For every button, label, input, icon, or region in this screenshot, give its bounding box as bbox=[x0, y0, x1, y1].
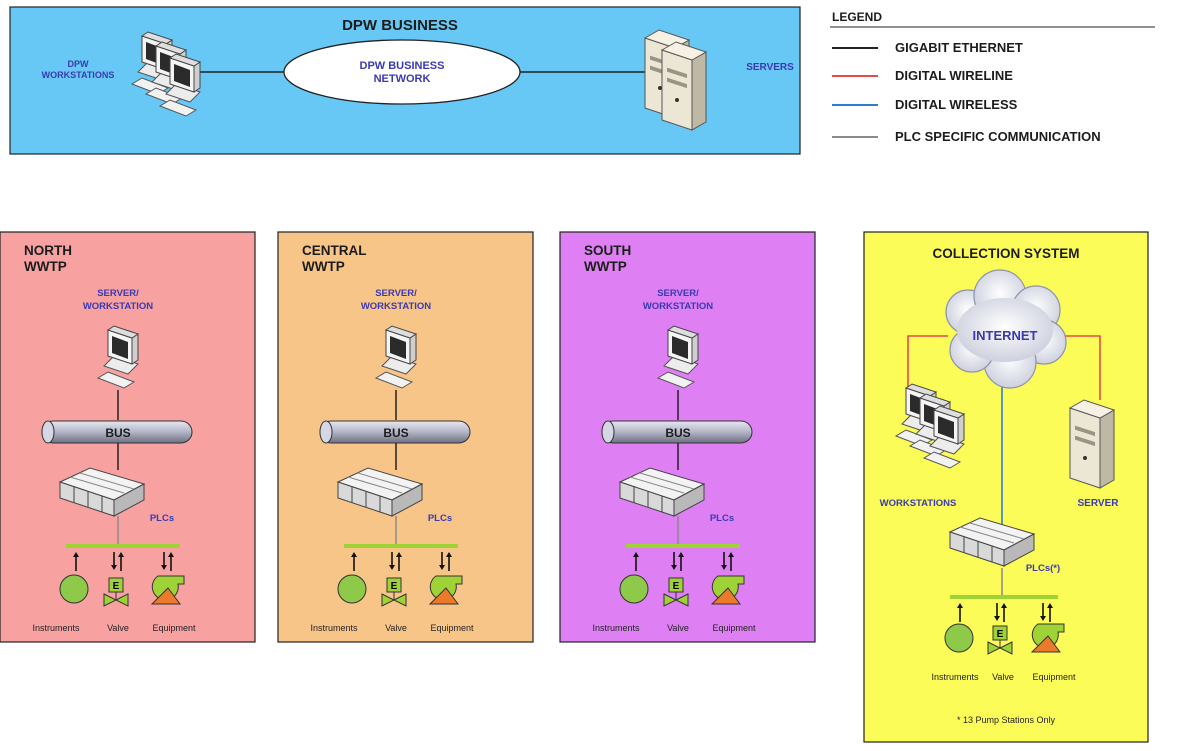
north-server-label-2: WORKSTATION bbox=[83, 301, 153, 312]
north-bus-label: BUS bbox=[105, 426, 130, 440]
collection-instrument-icon bbox=[944, 623, 974, 653]
central-valve-icon: E bbox=[381, 577, 407, 607]
south-plcs-label: PLCs bbox=[710, 513, 734, 524]
north-instrument-icon bbox=[59, 574, 89, 604]
south-valve-icon: E bbox=[663, 577, 689, 607]
south-server-label-2: WORKSTATION bbox=[643, 301, 713, 312]
collection-panel: COLLECTION SYSTEM INTERNET WORKSTATIONS bbox=[863, 231, 1149, 743]
north-valve-icon: E bbox=[103, 577, 129, 607]
north-valve-label: Valve bbox=[107, 623, 129, 633]
collection-valve-letter: E bbox=[997, 629, 1004, 640]
north-instruments-label: Instruments bbox=[32, 623, 80, 633]
collection-valve-icon: E bbox=[987, 625, 1013, 655]
workstations-label-2: WORKSTATIONS bbox=[42, 70, 115, 80]
legend-label-gigabit: GIGABIT ETHERNET bbox=[895, 40, 1023, 55]
south-valve-letter: E bbox=[673, 581, 680, 592]
central-bus: BUS bbox=[319, 420, 471, 444]
central-instruments-label: Instruments bbox=[310, 623, 358, 633]
collection-title: COLLECTION SYSTEM bbox=[932, 246, 1079, 261]
central-instrument-icon bbox=[337, 574, 367, 604]
north-equipment-label: Equipment bbox=[152, 623, 196, 633]
collection-equipment-label: Equipment bbox=[1032, 672, 1076, 682]
south-bus-label: BUS bbox=[665, 426, 690, 440]
internet-label: INTERNET bbox=[973, 328, 1038, 343]
wireline-workstations bbox=[907, 335, 948, 388]
north-bus: BUS bbox=[41, 420, 193, 444]
legend-plc: PLC SPECIFIC COMMUNICATION bbox=[832, 129, 1101, 144]
legend-wireline: DIGITAL WIRELINE bbox=[832, 68, 1013, 83]
plants: NORTHWWTPSERVER/WORKSTATIONBUSPLCsEInstr… bbox=[0, 231, 816, 643]
central-server-label-1: SERVER/ bbox=[375, 288, 417, 299]
south-bus: BUS bbox=[601, 420, 753, 444]
south-title-1: SOUTH bbox=[584, 243, 631, 258]
central-bus-label: BUS bbox=[383, 426, 408, 440]
wireline-server bbox=[1062, 335, 1101, 400]
business-title: DPW BUSINESS bbox=[342, 17, 458, 34]
north-title-1: NORTH bbox=[24, 243, 72, 258]
south-equipment-label: Equipment bbox=[712, 623, 756, 633]
legend-label-wireless: DIGITAL WIRELESS bbox=[895, 97, 1018, 112]
legend: LEGEND GIGABIT ETHERNET DIGITAL WIRELINE… bbox=[830, 10, 1155, 144]
north-plcs-label: PLCs bbox=[150, 513, 174, 524]
south-valve-label: Valve bbox=[667, 623, 689, 633]
south-server-label-1: SERVER/ bbox=[657, 288, 699, 299]
collection-workstations-label: WORKSTATIONS bbox=[880, 498, 957, 509]
business-network-label-2: NETWORK bbox=[374, 73, 431, 85]
servers-label: SERVERS bbox=[746, 62, 794, 73]
legend-label-plc: PLC SPECIFIC COMMUNICATION bbox=[895, 129, 1101, 144]
collection-footnote: * 13 Pump Stations Only bbox=[957, 715, 1056, 725]
collection-instruments-label: Instruments bbox=[931, 672, 979, 682]
south-instruments-label: Instruments bbox=[592, 623, 640, 633]
central-server-label-2: WORKSTATION bbox=[361, 301, 431, 312]
workstations-label-1: DPW bbox=[68, 59, 90, 69]
legend-title: LEGEND bbox=[832, 10, 882, 24]
legend-wireless: DIGITAL WIRELESS bbox=[832, 97, 1018, 112]
south-instrument-icon bbox=[619, 574, 649, 604]
internet-cloud: INTERNET bbox=[945, 269, 1067, 389]
north-server-label-1: SERVER/ bbox=[97, 288, 139, 299]
business-network-label-1: DPW BUSINESS bbox=[360, 60, 445, 72]
business-panel: DPW BUSINESS DPW BUSINESS NETWORK DPW WO… bbox=[9, 6, 801, 155]
collection-plcs-label: PLCs(*) bbox=[1026, 563, 1060, 574]
collection-server-label: SERVER bbox=[1078, 498, 1120, 509]
central-equipment-label: Equipment bbox=[430, 623, 474, 633]
north-valve-letter: E bbox=[113, 581, 120, 592]
legend-gigabit: GIGABIT ETHERNET bbox=[832, 40, 1023, 55]
central-plcs-label: PLCs bbox=[428, 513, 452, 524]
business-network-ellipse: DPW BUSINESS NETWORK bbox=[283, 39, 521, 105]
collection-server-icon bbox=[1069, 399, 1115, 489]
north-title-2: WWTP bbox=[24, 259, 67, 274]
central-title-1: CENTRAL bbox=[302, 243, 367, 258]
central-valve-letter: E bbox=[391, 581, 398, 592]
collection-valve-label: Valve bbox=[992, 672, 1014, 682]
central-valve-label: Valve bbox=[385, 623, 407, 633]
central-title-2: WWTP bbox=[302, 259, 345, 274]
south-title-2: WWTP bbox=[584, 259, 627, 274]
legend-label-wireline: DIGITAL WIRELINE bbox=[895, 68, 1013, 83]
